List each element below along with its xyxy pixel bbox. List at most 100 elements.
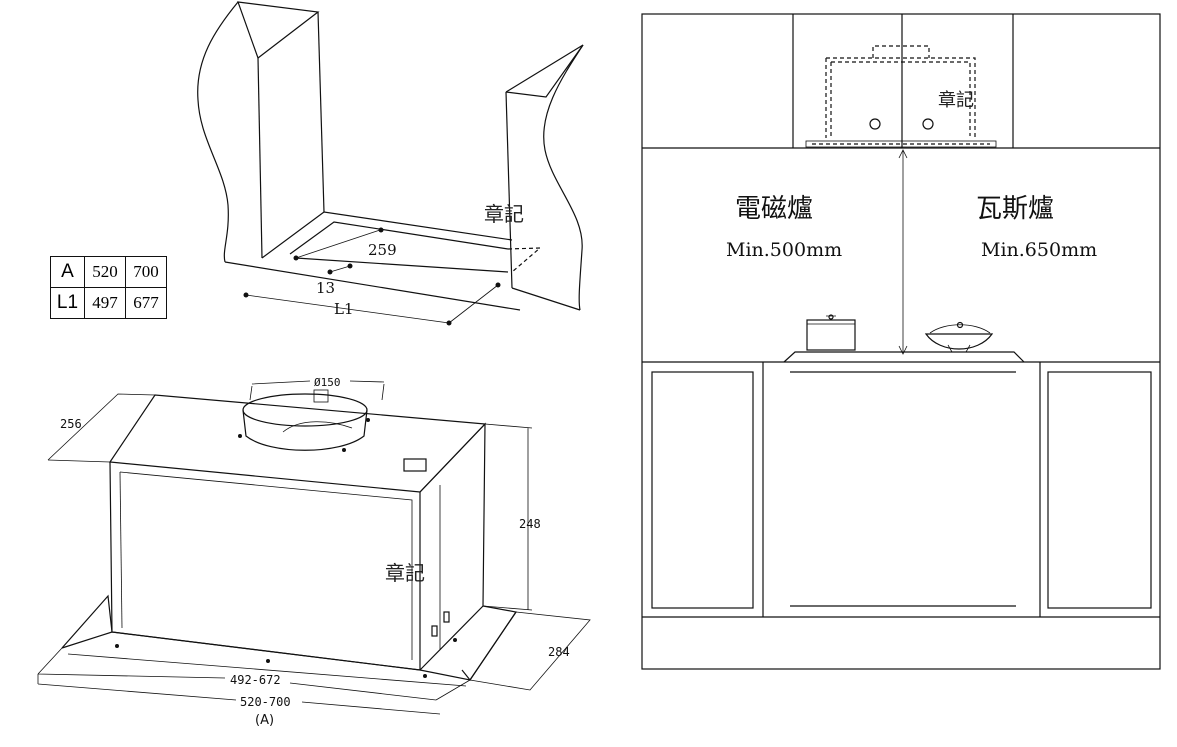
screw-hole xyxy=(423,674,427,678)
cabinet-left-front-edge xyxy=(257,57,263,259)
dim-width-end xyxy=(448,284,499,324)
cabinet-left-back-edge xyxy=(317,11,325,213)
hood-flange-right xyxy=(461,605,518,682)
screw-hole xyxy=(342,448,346,452)
hood-flange-left xyxy=(61,594,113,649)
cabinet-left-wave xyxy=(197,1,239,263)
dim-point xyxy=(293,255,299,261)
spec-value: 497 xyxy=(84,287,126,319)
dim-offset-line xyxy=(329,265,351,273)
dim-duct-ext xyxy=(249,385,253,401)
cutout-back-edge xyxy=(261,211,513,259)
duct-body xyxy=(242,409,368,451)
dim-depth-label: 259 xyxy=(368,241,397,259)
dim-top-depth-label: 256 xyxy=(60,417,82,431)
duct-flap xyxy=(282,421,353,433)
cabinet-right-wave xyxy=(505,44,584,311)
dim-outer-width-line xyxy=(37,674,441,715)
left-base-door xyxy=(651,371,754,609)
gas-min-label: Min.650mm xyxy=(981,239,1097,261)
wok-stand xyxy=(947,344,971,353)
cutout-dashed-corner xyxy=(507,247,542,273)
min-distance-arrows xyxy=(898,149,908,355)
cabinet-right-front-edge xyxy=(505,91,513,289)
spec-value: 520 xyxy=(84,256,126,288)
dim-point xyxy=(378,227,384,233)
dim-point xyxy=(495,282,501,288)
dim-point xyxy=(347,263,353,269)
screw-hole xyxy=(238,434,242,438)
spec-row-label: A xyxy=(50,256,85,288)
spec-value: 677 xyxy=(125,287,167,319)
right-base-door xyxy=(1047,371,1152,609)
dim-point xyxy=(446,320,452,326)
dim-width-label: L1 xyxy=(334,300,354,318)
upper-cabinet-dividers xyxy=(792,14,1014,148)
elevation-frame xyxy=(641,13,1161,670)
dim-top-depth-line xyxy=(47,393,156,461)
screw-hole xyxy=(266,659,270,663)
spec-table: A 520 700 L1 497 677 xyxy=(50,256,167,319)
dim-depth-line xyxy=(295,229,381,259)
induction-pot xyxy=(806,319,856,351)
screw-hole xyxy=(453,638,457,642)
dim-inner-width-line xyxy=(37,647,471,701)
hood-top-plate xyxy=(108,394,487,493)
stamp-watermark: 章記 xyxy=(385,561,425,585)
induction-label: 電磁爐 xyxy=(735,194,813,224)
wok xyxy=(924,333,994,350)
induction-min-label: Min.500mm xyxy=(726,239,842,261)
dim-duct-label: Ø150 xyxy=(314,376,341,389)
hood-flange-edge xyxy=(67,653,467,687)
dim-point xyxy=(243,292,249,298)
hood-hidden-inner xyxy=(830,61,971,136)
wok-knob xyxy=(956,321,964,329)
side-slot xyxy=(431,625,438,637)
duct-notch xyxy=(313,389,329,403)
hood-knob-left xyxy=(869,118,881,130)
base-dividers xyxy=(762,362,1041,617)
electrical-box xyxy=(403,458,427,472)
dim-point xyxy=(327,269,333,275)
oven-cabinet-lines xyxy=(790,371,1016,607)
gas-label: 瓦斯爐 xyxy=(976,194,1054,224)
dim-bottom-depth-line xyxy=(469,611,591,691)
dim-duct-line xyxy=(251,380,385,385)
cabinet-right-top xyxy=(505,44,584,98)
side-slot xyxy=(443,611,450,623)
dim-height-label: 248 xyxy=(519,517,541,531)
hood-underside xyxy=(805,140,997,148)
duct-top-ellipse xyxy=(242,393,368,427)
cutout-front-edge xyxy=(295,257,509,273)
stamp-watermark: 章記 xyxy=(938,90,974,111)
dim-duct-ext xyxy=(381,383,385,401)
hood-knob-right xyxy=(922,118,934,130)
cabinet-left-top xyxy=(237,1,320,59)
kitchen-elevation-view: 電磁爐 Min.500mm 瓦斯爐 Min.650mm xyxy=(641,13,1161,670)
cooktop-surface xyxy=(783,351,1025,363)
spec-row-a: A 520 700 xyxy=(50,256,167,288)
pot-lid xyxy=(807,315,855,325)
spec-row-label: L1 xyxy=(50,287,85,319)
spec-value: 700 xyxy=(125,256,167,288)
hood-side-face xyxy=(419,422,486,671)
dim-width-line xyxy=(245,294,450,324)
cutout-inner-edge xyxy=(289,221,509,255)
hood-front-inner-edge xyxy=(119,471,123,629)
cabinet-cutout-view: 259 13 L1 xyxy=(197,1,584,326)
wok-lid xyxy=(929,324,991,334)
pot-handle xyxy=(828,314,834,320)
hood-front-inner-top xyxy=(119,471,413,660)
dim-inner-width-label: 492-672 xyxy=(230,673,281,687)
screw-hole xyxy=(115,644,119,648)
hood-caption: (A) xyxy=(255,713,274,728)
cabinet-right-bottom xyxy=(511,287,581,311)
dim-outer-width-label: 520-700 xyxy=(240,695,291,709)
dim-top-depth-ext xyxy=(47,459,111,463)
hood-hidden-outline xyxy=(825,57,976,138)
hood-duct-hidden xyxy=(872,45,930,58)
spec-row-l1: L1 497 677 xyxy=(50,287,167,319)
dim-height-line xyxy=(482,423,533,611)
